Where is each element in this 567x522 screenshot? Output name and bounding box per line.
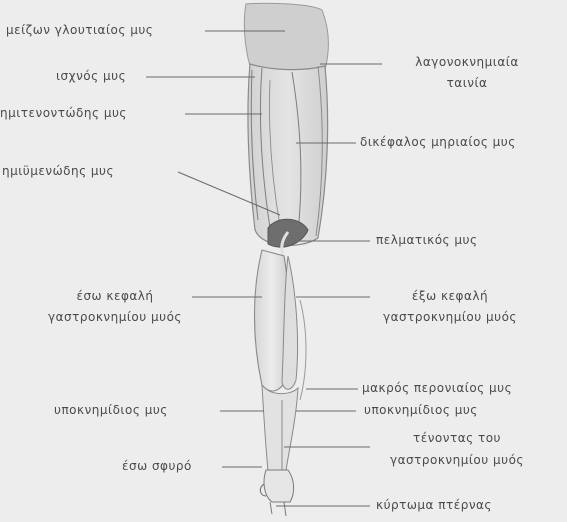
label-plantaris: πελματικός μυς (376, 233, 478, 248)
label-gracilis: ισχνός μυς (56, 69, 126, 84)
label-peroneus-longus: μακρός περονιαίος μυς (362, 381, 512, 396)
label-gluteus-maximus: μείζων γλουτιαίος μυς (6, 23, 153, 38)
peroneus-longus-muscle (300, 300, 306, 400)
heel (264, 470, 294, 502)
label-soleus-left: υποκνημίδιος μυς (54, 403, 168, 418)
label-soleus-right: υποκνημίδιος μυς (364, 403, 478, 418)
lower-leg (262, 385, 298, 470)
label-iliotibial-band-line1: λαγονοκνημιαία (386, 55, 548, 70)
label-iliotibial-band-line2: ταινία (386, 76, 548, 91)
label-calcaneal-tuberosity: κύρτωμα πτέρνας (376, 498, 492, 513)
label-semitendinosus: ημιτενοντώδης μυς (0, 106, 127, 121)
gluteal-region (244, 3, 328, 71)
label-semimembranosus: ημιϋμενώδης μυς (2, 164, 114, 179)
label-medial-head-line1: έσω κεφαλή (20, 289, 210, 304)
label-medial-head-line2: γαστροκνημίου μυός (20, 310, 210, 325)
label-biceps-femoris: δικέφαλος μηριαίος μυς (360, 135, 516, 150)
label-achilles-line1: τένοντας του (362, 431, 552, 446)
label-achilles-line2: γαστροκνημίου μυός (362, 453, 552, 468)
label-lateral-head-line1: έξω κεφαλή (352, 289, 548, 304)
label-lateral-head-line2: γαστροκνημίου μυός (352, 310, 548, 325)
thigh (248, 64, 328, 246)
label-medial-malleolus: έσω σφυρό (122, 459, 192, 474)
